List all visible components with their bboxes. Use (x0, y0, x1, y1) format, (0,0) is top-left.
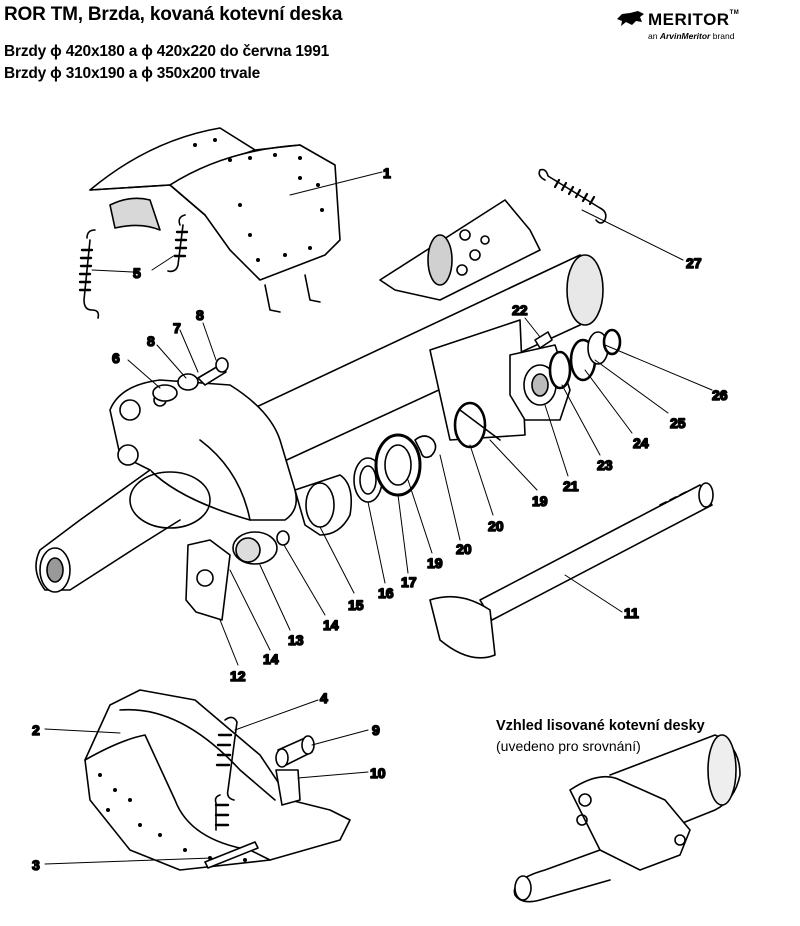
part-label-15: 15 (348, 597, 364, 613)
return-springs-bottom (214, 716, 238, 831)
part-label-23: 23 (597, 457, 613, 473)
pressed-plate-note-title: Vzhled lisované kotevní desky (496, 718, 705, 734)
subtitle-line-2: Brzdy ϕ 310x190 a ϕ 350x200 trvale (4, 65, 261, 82)
part-label-13: 13 (288, 632, 304, 648)
part-label-8a: 8 (147, 333, 155, 349)
meritor-logo: MERITORTM an ArvinMeritor brand (616, 6, 796, 46)
part-label-11: 11 (624, 605, 639, 621)
part-label-19b: 19 (532, 493, 548, 509)
axle-tube (249, 199, 604, 471)
part-label-2: 2 (32, 722, 40, 738)
part-label-9: 9 (372, 722, 380, 738)
spring-27 (538, 168, 607, 224)
roller-pin-bottom (275, 735, 315, 806)
logo-tagline-brand: ArvinMeritor (659, 31, 711, 41)
part-label-19a: 19 (427, 555, 443, 571)
part-label-26: 26 (712, 387, 728, 403)
part-label-10: 10 (370, 765, 386, 781)
brake-shoe-lining-top (89, 127, 341, 313)
subtitle-line-1: Brzdy ϕ 420x180 a ϕ 420x220 do června 19… (4, 43, 330, 60)
part-labels: 1 5 27 6 8 7 8 22 26 25 24 23 21 19 20 2… (31, 164, 728, 874)
logo-name: MERITOR (648, 10, 730, 29)
part-label-1: 1 (383, 165, 391, 181)
part-label-25: 25 (670, 415, 686, 431)
brake-shoe-bottom (84, 689, 351, 871)
part-label-5: 5 (133, 265, 141, 281)
part-label-14b: 14 (263, 651, 279, 667)
part-label-16: 16 (378, 585, 394, 601)
anchor-pin-parts (152, 357, 229, 402)
part-label-14a: 14 (323, 617, 339, 633)
spindle-anchor-plate (35, 379, 298, 593)
part-label-20b: 20 (456, 541, 472, 557)
pressed-plate-note-subtitle: (uvedeno pro srovnání) (496, 738, 641, 754)
logo-tagline-suffix: brand (710, 31, 735, 41)
part-label-6: 6 (112, 350, 120, 366)
page-title: ROR TM, Brzda, kovaná kotevní deska (4, 4, 343, 25)
part-label-27: 27 (686, 255, 702, 271)
logo-tagline: an ArvinMeritor brand (648, 31, 734, 41)
part-label-20a: 20 (488, 518, 504, 534)
part-label-8b: 8 (196, 307, 204, 323)
return-spring-center (167, 214, 189, 273)
part-label-24: 24 (633, 435, 649, 451)
part-label-3: 3 (32, 857, 40, 873)
camshaft (429, 482, 714, 659)
part-label-21: 21 (563, 478, 579, 494)
camshaft-bracket (294, 319, 526, 536)
seals-rings (353, 401, 501, 503)
part-label-4: 4 (320, 690, 328, 706)
slack-adjuster-parts (509, 328, 622, 421)
part-label-17: 17 (401, 574, 417, 590)
logo-tagline-prefix: an (648, 31, 660, 41)
leader-lines (44, 171, 713, 865)
part-label-12: 12 (230, 668, 246, 684)
part-label-7: 7 (173, 320, 181, 336)
return-spring-left (78, 229, 100, 319)
logo-tm: TM (729, 10, 740, 16)
pressed-anchor-plate-view (513, 734, 741, 903)
bracket-12-13-14 (185, 530, 290, 621)
bull-icon (617, 11, 644, 26)
part-label-22: 22 (512, 302, 528, 318)
